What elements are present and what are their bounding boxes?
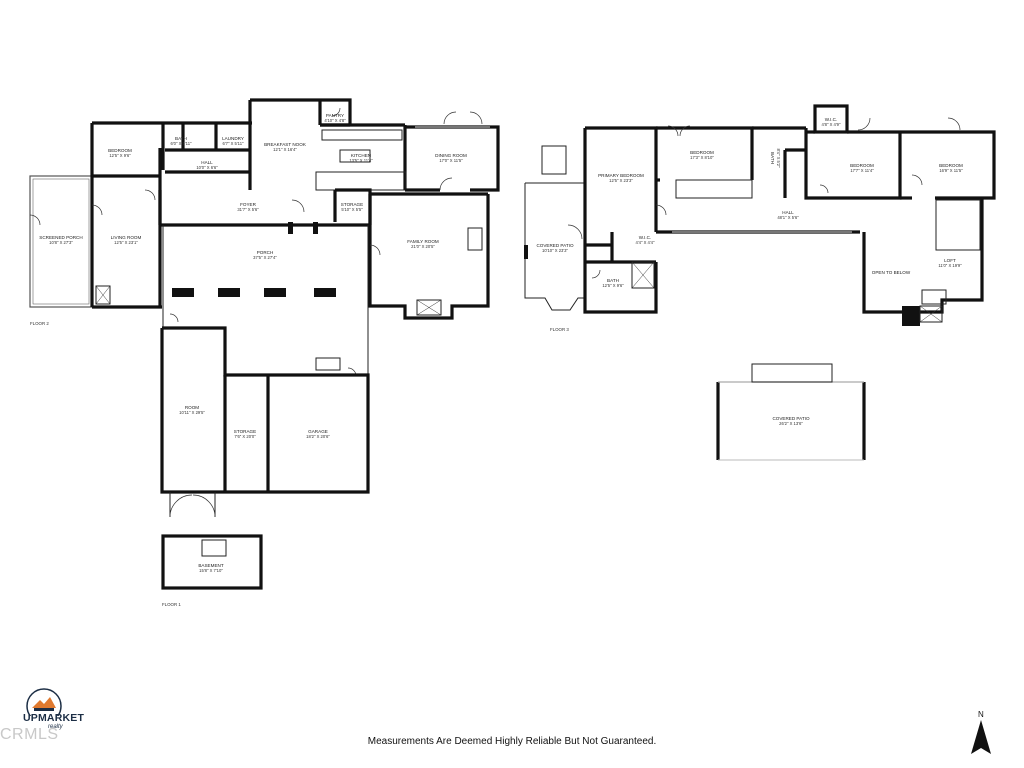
room-dim: 4'10" X 4'8" xyxy=(324,118,346,123)
covered-patio-plan xyxy=(716,363,866,461)
room-dim: 10'8" X 27'3" xyxy=(49,240,73,245)
room-dim: 10'0" X 6'6" xyxy=(196,165,218,170)
room-dim: 17'0" X 11'5" xyxy=(439,158,463,163)
floor-label: FLOOR 1 xyxy=(162,602,181,607)
room-name: COVERED PATIO xyxy=(772,416,810,421)
room-dim: 8'4" X 5'2" xyxy=(776,148,781,168)
logo-subtext: realty xyxy=(48,724,63,730)
room-dim: 15'8" X 7'10" xyxy=(199,568,223,573)
room-name: STORAGE xyxy=(234,429,256,434)
room-dim: 13'5" X 11'4" xyxy=(349,158,373,163)
room-labels: BEDROOM 12'5" X 9'6" BATH 6'0" X 5'11" L… xyxy=(39,113,963,573)
logo-mark-icon xyxy=(26,688,62,716)
room-name: W.I.C. xyxy=(639,235,652,240)
room-dim: 4'4" X 4'4" xyxy=(635,240,655,245)
room-dim: 7'6" X 20'0" xyxy=(234,434,256,439)
room-dim: 37'5" X 27'4" xyxy=(253,255,277,260)
floor-label: FLOOR 2 xyxy=(30,321,49,326)
north-label: N xyxy=(978,710,984,719)
room-dim: 48'1" X 5'6" xyxy=(777,215,799,220)
room-name: BATH xyxy=(607,278,619,283)
room-name: LAUNDRY xyxy=(222,136,244,141)
room-dim: 12'1" X 16'4" xyxy=(273,147,297,152)
room-dim: 31'7" X 5'6" xyxy=(237,207,259,212)
room-name: STORAGE xyxy=(341,202,363,207)
room-name: BEDROOM xyxy=(939,163,963,168)
room-dim: 10'11" X 29'5" xyxy=(179,410,205,415)
floor-3-plan xyxy=(524,104,996,326)
room-name: BATH xyxy=(175,136,187,141)
logo-text: UPMARKET xyxy=(23,712,85,724)
room-dim: 4'8" X 4'9" xyxy=(821,122,841,127)
room-dim: 10'10" X 23'3" xyxy=(542,248,569,253)
room-name: PANTRY xyxy=(326,113,344,118)
room-dim: 26'2" X 13'6" xyxy=(779,421,803,426)
room-name: BREAKFAST NOOK xyxy=(264,142,307,147)
room-dim: 6'0" X 5'11" xyxy=(170,141,192,146)
room-dim: 18'2" X 20'6" xyxy=(306,434,330,439)
room-name: OPEN TO BELOW xyxy=(872,270,911,275)
upmarket-logo: UPMARKET realty CRMLS xyxy=(0,686,88,744)
disclaimer-text: Measurements Are Deemed Highly Reliable … xyxy=(367,736,657,747)
floor-labels: FLOOR 2 FLOOR 3 FLOOR 1 xyxy=(30,321,569,607)
room-dim: 16'9" X 11'5" xyxy=(939,168,963,173)
room-name: BEDROOM xyxy=(850,163,874,168)
room-dim: 12'5" X 23'3" xyxy=(609,178,633,183)
room-name: LOFT xyxy=(944,258,956,263)
watermark-text: CRMLS xyxy=(0,726,59,743)
room-name: COVERED PATIO xyxy=(536,243,574,248)
room-name: KITCHEN xyxy=(351,153,371,158)
room-name: BATH xyxy=(770,152,775,164)
room-dim: 17'3" X 8'10" xyxy=(690,155,714,160)
floor-label: FLOOR 3 xyxy=(550,327,569,332)
room-name: BEDROOM xyxy=(108,148,132,153)
room-name: SCREENED PORCH xyxy=(39,235,82,240)
room-dim: 12'5" X 9'6" xyxy=(109,153,131,158)
room-name: HALL xyxy=(782,210,794,215)
room-name: HALL xyxy=(201,160,213,165)
room-name: GARAGE xyxy=(308,429,328,434)
room-name: LIVING ROOM xyxy=(111,235,142,240)
north-arrow-icon xyxy=(971,720,991,754)
room-name: FAMILY ROOM xyxy=(407,239,439,244)
room-dim: 11'0" X 19'9" xyxy=(938,263,962,268)
room-name: PORCH xyxy=(257,250,274,255)
basement-outline xyxy=(161,534,263,590)
room-name: DINING ROOM xyxy=(435,153,467,158)
room-dim: 12'5" X 9'6" xyxy=(602,283,624,288)
room-dim: 5'10" X 5'5" xyxy=(341,207,363,212)
room-name: BASEMENT xyxy=(198,563,223,568)
room-dim: 12'5" X 23'1" xyxy=(114,240,138,245)
floor-1-plan xyxy=(160,326,370,590)
room-name: W.I.C. xyxy=(825,117,838,122)
north-arrow: N xyxy=(964,708,994,758)
room-dim: 6'7" X 5'11" xyxy=(222,141,244,146)
room-name: BEDROOM xyxy=(690,150,714,155)
room-dim: 17'7" X 11'4" xyxy=(850,168,874,173)
room-name: PRIMARY BEDROOM xyxy=(598,173,644,178)
room-name: ROOM xyxy=(185,405,199,410)
room-name: FOYER xyxy=(240,202,257,207)
room-dim: 21'0" X 20'5" xyxy=(411,244,435,249)
floor-2-plan xyxy=(29,98,500,377)
